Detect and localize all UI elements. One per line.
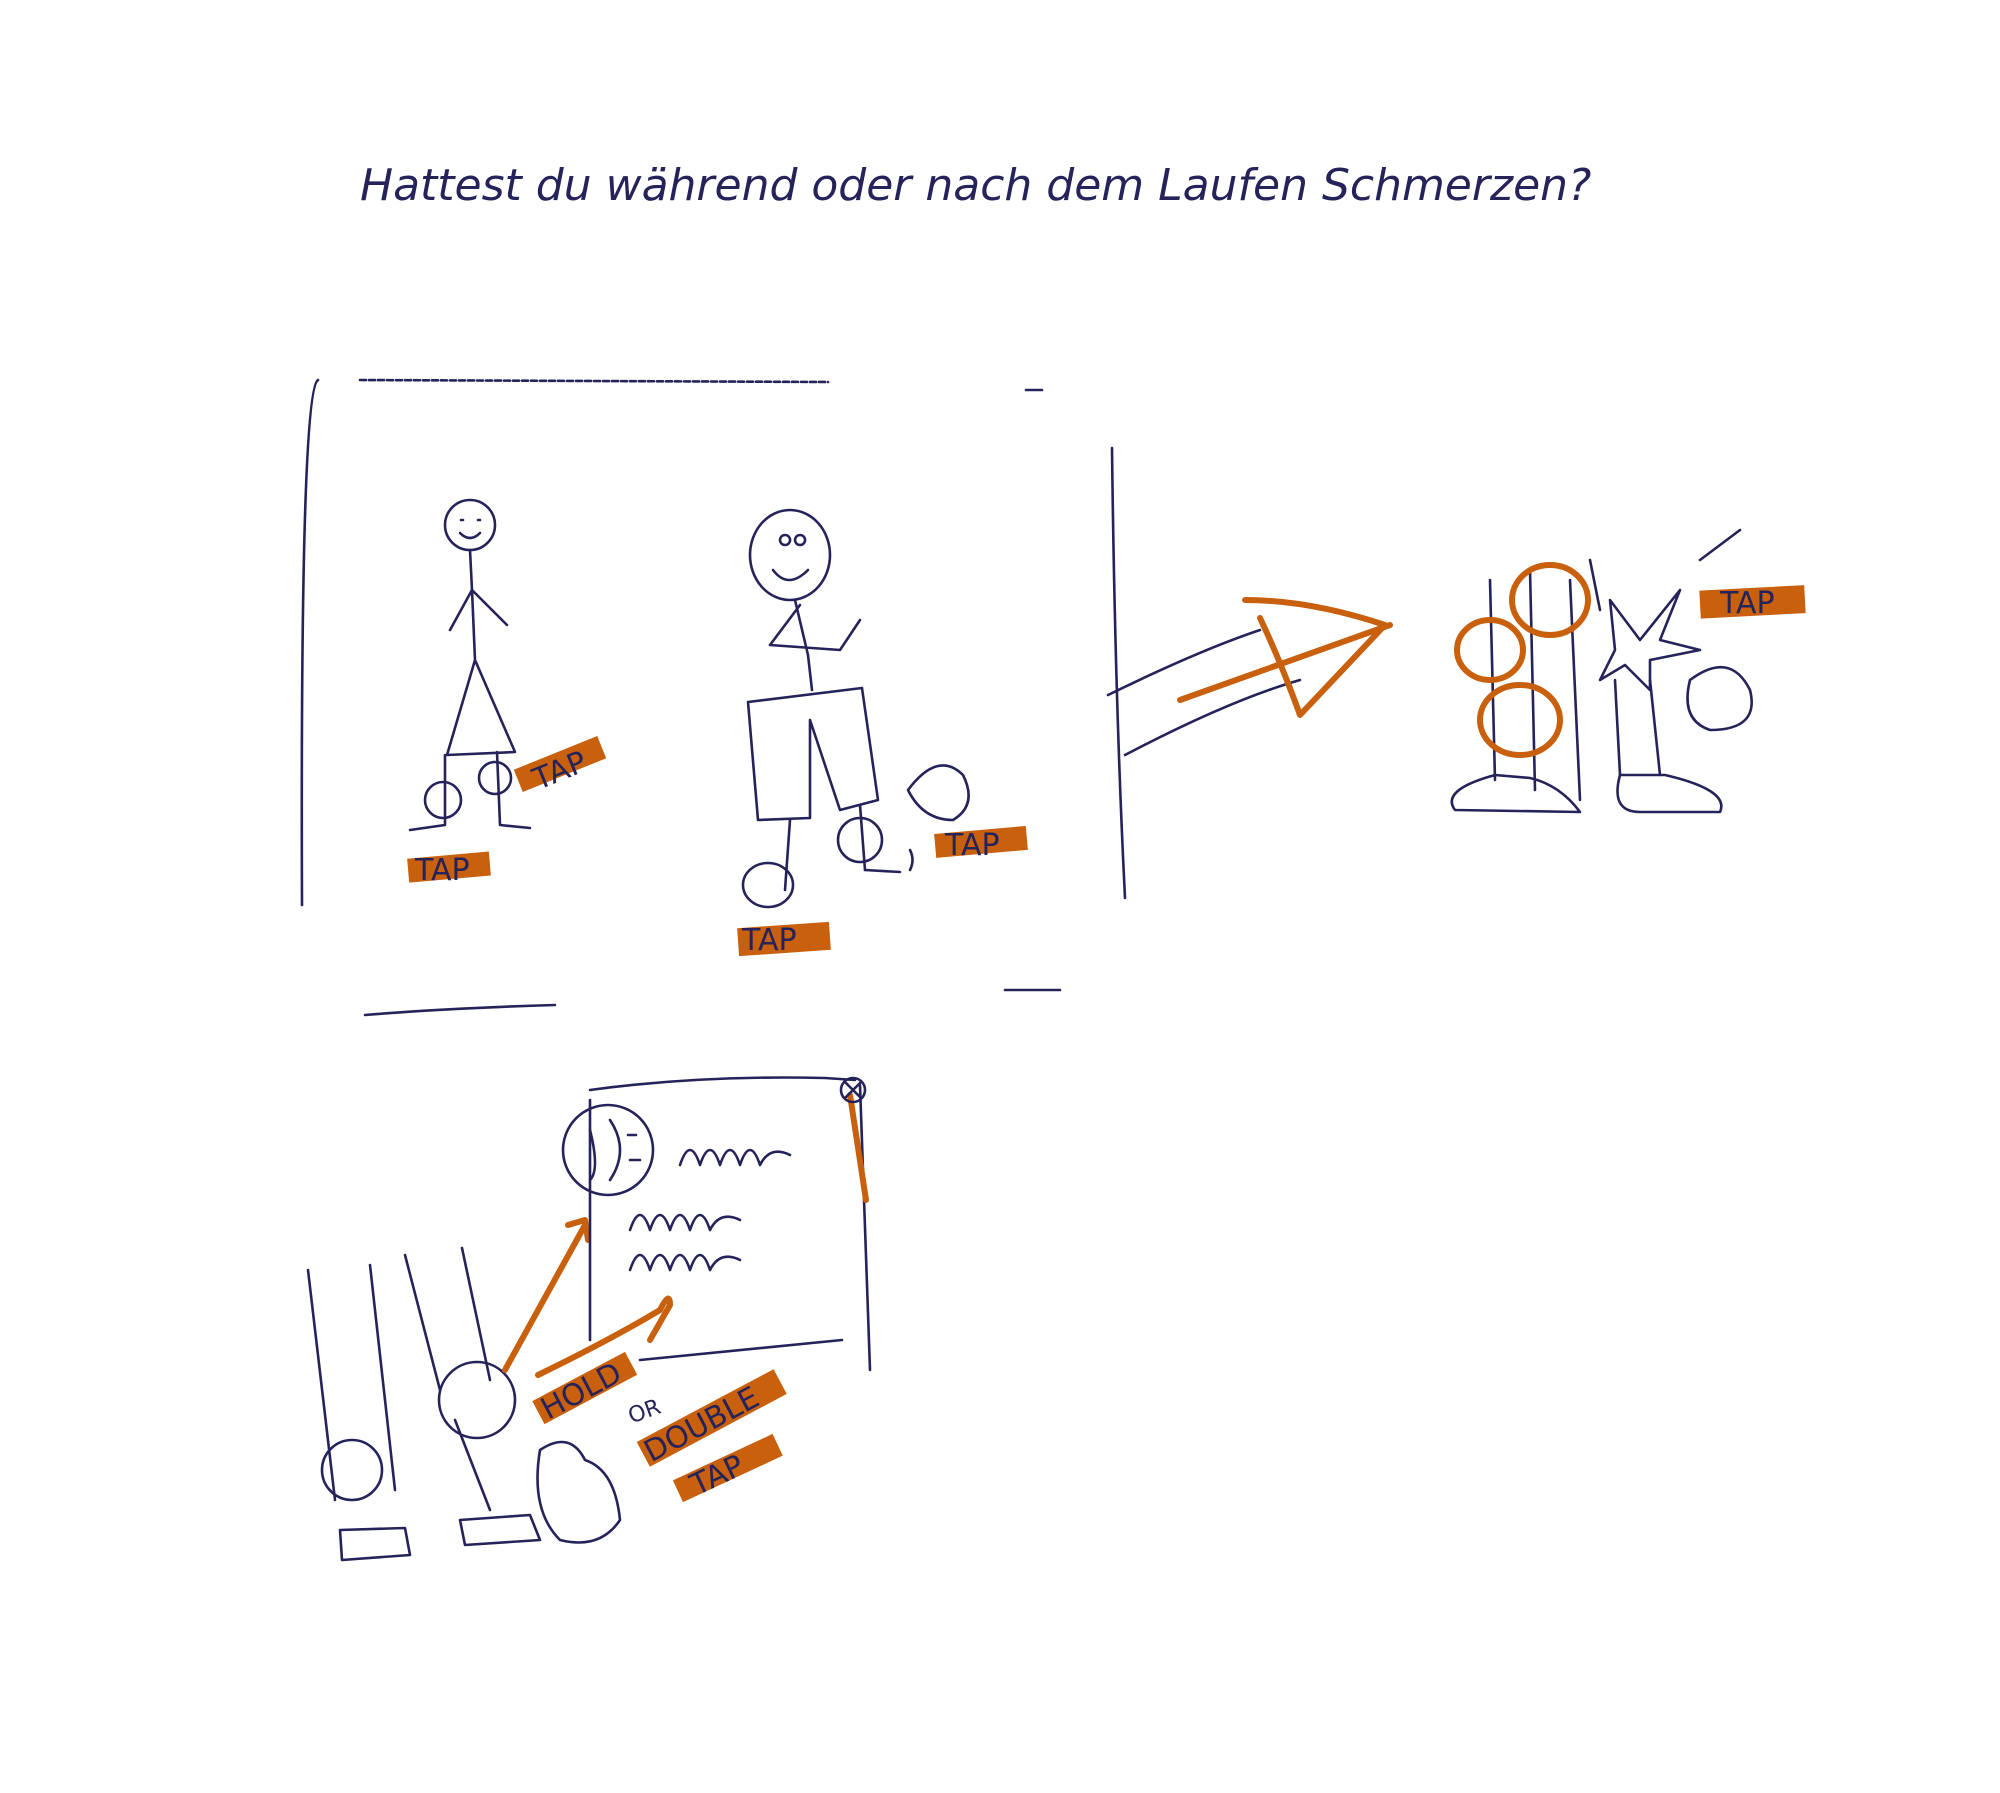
tap-label-5: TAP: [1699, 585, 1806, 621]
close-icon: [839, 1076, 867, 1104]
stick-figure-1: [408, 498, 532, 832]
tap-label-1: TAP: [407, 851, 491, 888]
info-screen: [561, 1076, 872, 1372]
stick-figure-2: [741, 508, 970, 909]
close-bar: [847, 1092, 869, 1203]
svg-text:TAP: TAP: [944, 828, 1000, 863]
question-title: Hattest du während oder nach dem Laufen …: [360, 160, 1591, 211]
tap-label-3: TAP: [737, 921, 831, 958]
transition-arrow: [1106, 597, 1393, 757]
panel-1-frame: [300, 378, 1127, 1017]
panel-4-hold-gesture: [306, 1217, 673, 1562]
svg-text:TAP: TAP: [1719, 586, 1775, 621]
tap-label-2: TAP: [513, 736, 607, 798]
tap-label-4: TAP: [934, 825, 1028, 863]
svg-text:TAP: TAP: [741, 923, 797, 958]
panel-3-pain-legs: [1450, 528, 1753, 814]
hold-or-double-tap-label: HOLD OR DOUBLE TAP: [532, 1351, 787, 1504]
svg-text:OR: OR: [625, 1395, 664, 1430]
svg-text:TAP: TAP: [414, 853, 470, 888]
